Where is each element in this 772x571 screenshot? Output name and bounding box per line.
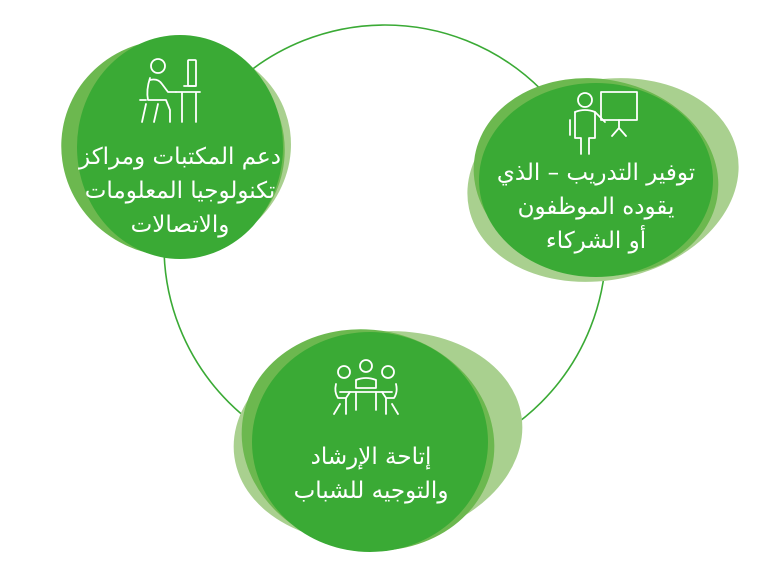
node-training xyxy=(467,78,739,282)
node-ict-support xyxy=(61,35,291,259)
node-ict-support-label: دعم المكتبات ومراكز تكنولوجيا المعلومات … xyxy=(70,140,290,242)
person-at-computer-desk-icon xyxy=(139,58,201,123)
node-training-line-3: أو الشركاء xyxy=(545,228,647,254)
node-ict-support-line-3: والاتصالات xyxy=(130,212,230,238)
node-ict-support-line-1: دعم المكتبات ومراكز xyxy=(79,144,281,170)
node-mentoring-label: إتاحة الإرشاد والتوجيه للشباب xyxy=(266,440,476,508)
node-mentoring-line-1: إتاحة الإرشاد xyxy=(310,444,432,470)
node-training-label: توفير التدريب – الذي يقوده الموظفون أو ا… xyxy=(486,156,706,258)
node-mentoring-line-2: والتوجيه للشباب xyxy=(293,478,449,504)
node-ict-support-line-2: تكنولوجيا المعلومات xyxy=(84,178,276,204)
node-training-line-2: يقوده الموظفون xyxy=(517,194,675,220)
presenter-at-whiteboard-icon xyxy=(569,91,638,155)
group-meeting-table-icon xyxy=(333,359,399,415)
node-mentoring xyxy=(233,329,523,552)
node-training-line-1: توفير التدريب – الذي xyxy=(496,160,696,186)
